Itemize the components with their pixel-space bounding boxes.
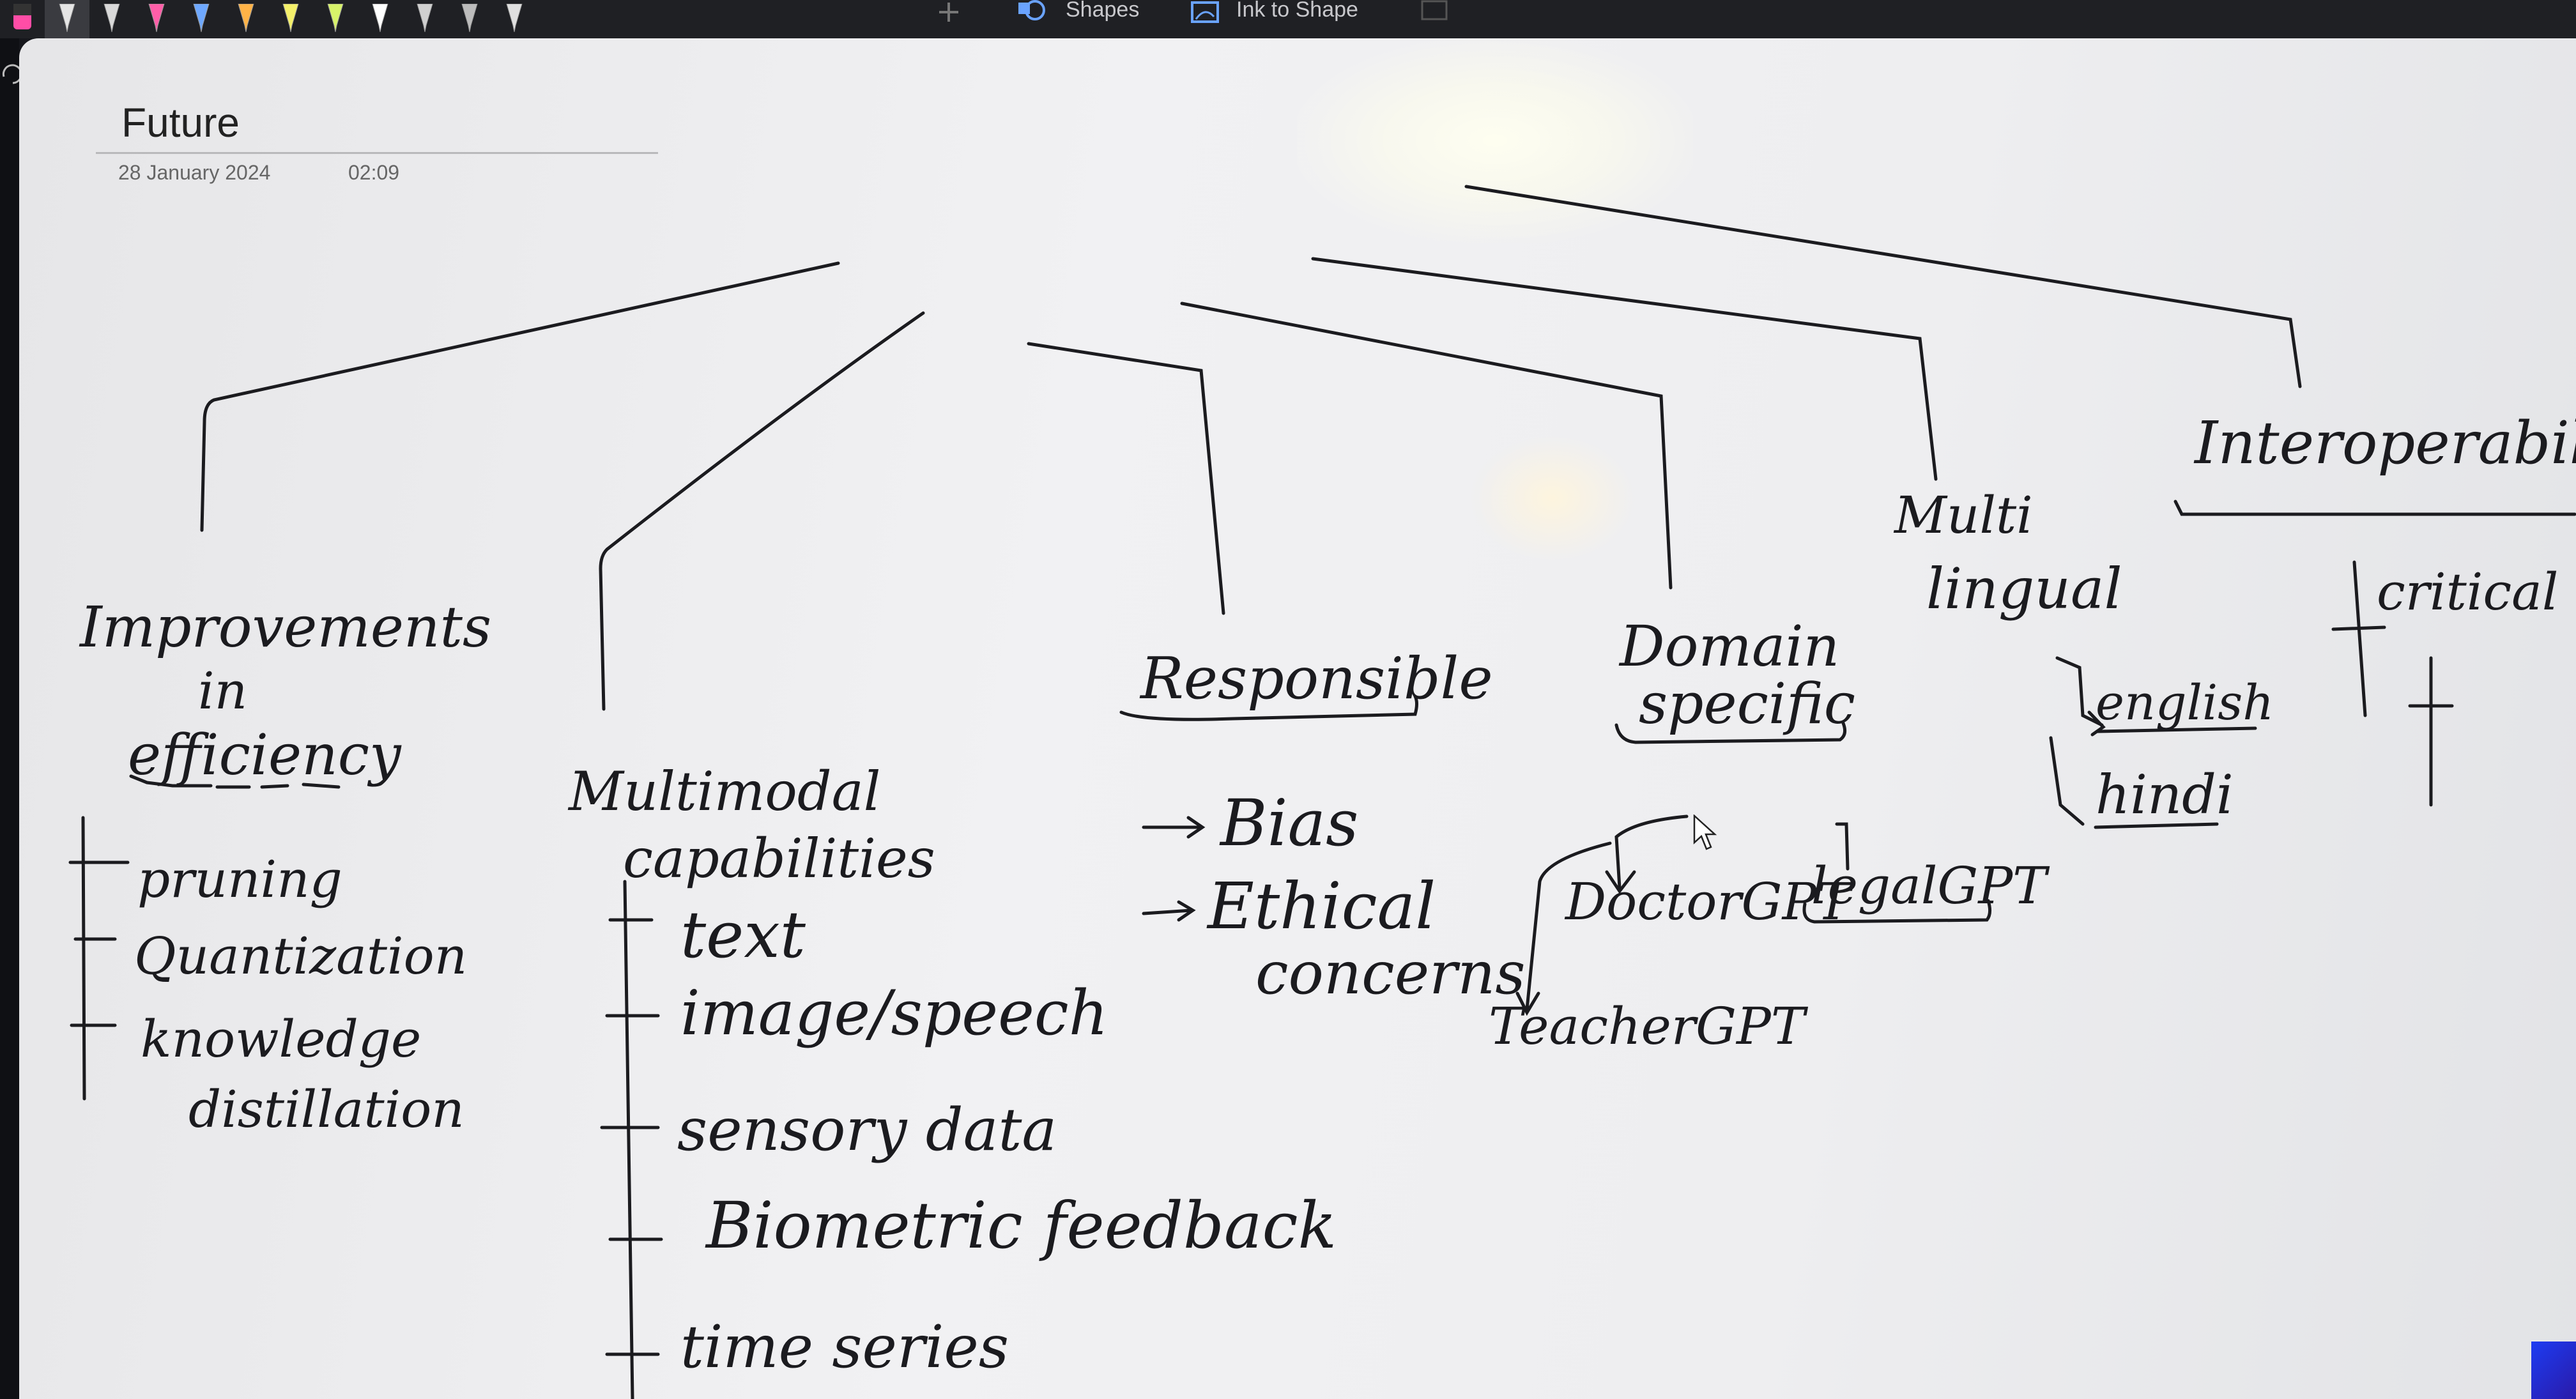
node-multi[interactable]: Multi <box>1894 485 2033 545</box>
multimodal-item-sensory-data[interactable]: sensory data <box>677 1096 1057 1164</box>
multimodal-item-time-series[interactable]: time series <box>680 1313 1009 1381</box>
responsible-item-ethical[interactable]: Ethical <box>1208 869 1436 944</box>
node-interoperability[interactable]: Interoperability <box>2195 409 2576 477</box>
page-title[interactable]: Future <box>121 100 240 146</box>
page-date: 28 January 2024 <box>118 161 271 184</box>
node-improvements[interactable]: Improvements <box>80 594 492 660</box>
multilingual-item-hindi[interactable]: hindi <box>2096 763 2234 826</box>
page-time: 02:09 <box>348 161 400 184</box>
corner-app-icon <box>2531 1342 2576 1399</box>
domain-item-teachergpt[interactable]: TeacherGPT <box>1489 997 1805 1056</box>
ink-to-math-icon[interactable] <box>1418 0 1450 28</box>
pen-tool-icon[interactable] <box>447 0 492 38</box>
node-specific[interactable]: specific <box>1639 671 1855 737</box>
node-domain[interactable]: Domain <box>1620 613 1840 679</box>
pen-tool-icon[interactable] <box>402 0 447 38</box>
pen-tool-icon[interactable] <box>45 0 89 38</box>
screen-glare-small <box>1469 434 1636 562</box>
ink-to-shape-icon[interactable] <box>1188 0 1224 31</box>
pen-tool-icon[interactable] <box>89 0 134 38</box>
pen-tool-icon[interactable] <box>313 0 358 38</box>
color-swatch-button[interactable] <box>0 0 45 38</box>
pen-palette <box>0 0 537 38</box>
mouse-pointer-icon <box>1693 814 1717 850</box>
multilingual-item-english[interactable]: english <box>2096 674 2274 731</box>
node-efficiency[interactable]: efficiency <box>128 722 401 788</box>
add-pen-icon[interactable] <box>933 0 965 28</box>
multimodal-item-image-speech[interactable]: image/speech <box>680 977 1108 1049</box>
node-multimodal[interactable]: Multimodal <box>569 760 881 823</box>
efficiency-item-distillation[interactable]: distillation <box>188 1080 464 1139</box>
responsible-item-bias[interactable]: Bias <box>1220 786 1359 860</box>
ink-to-shape-button[interactable]: Ink to Shape <box>1236 0 1358 22</box>
pen-tool-icon[interactable] <box>358 0 402 38</box>
multimodal-item-text[interactable]: text <box>680 898 806 972</box>
interop-item-critical[interactable]: critical <box>2377 562 2559 622</box>
domain-item-legalgpt[interactable]: legalGPT <box>1811 856 2047 915</box>
shapes-button[interactable]: Shapes <box>1066 0 1140 22</box>
pen-tool-icon[interactable] <box>224 0 268 38</box>
screen-glare <box>1297 38 1693 243</box>
note-page[interactable]: Future 28 January 2024 02:09 <box>19 38 2576 1399</box>
efficiency-item-knowledge[interactable]: knowledge <box>141 1009 422 1069</box>
node-responsible[interactable]: Responsible <box>1140 645 1493 712</box>
pen-tool-icon[interactable] <box>492 0 537 38</box>
ink-toolbar: Shapes Ink to Shape <box>0 0 2576 38</box>
pen-tool-icon[interactable] <box>179 0 224 38</box>
multimodal-item-biometric-feedback[interactable]: Biometric feedback <box>706 1188 1337 1263</box>
efficiency-item-quantization[interactable]: Quantization <box>134 926 468 986</box>
shapes-icon[interactable] <box>1016 0 1052 31</box>
node-improvements-in[interactable]: in <box>198 661 248 721</box>
node-lingual[interactable]: lingual <box>1926 556 2122 622</box>
domain-item-doctorgpt[interactable]: DoctorGPT <box>1565 872 1851 931</box>
efficiency-item-pruning[interactable]: pruning <box>137 850 342 909</box>
title-underline <box>96 152 658 154</box>
ink-connectors <box>68 185 2576 1399</box>
node-capabilities[interactable]: capabilities <box>623 827 935 890</box>
pen-tool-icon[interactable] <box>134 0 179 38</box>
responsible-item-concerns[interactable]: concerns <box>1255 939 1526 1007</box>
pen-tool-icon[interactable] <box>268 0 313 38</box>
back-arrow-icon[interactable] <box>0 38 22 89</box>
left-rail <box>0 38 22 1399</box>
